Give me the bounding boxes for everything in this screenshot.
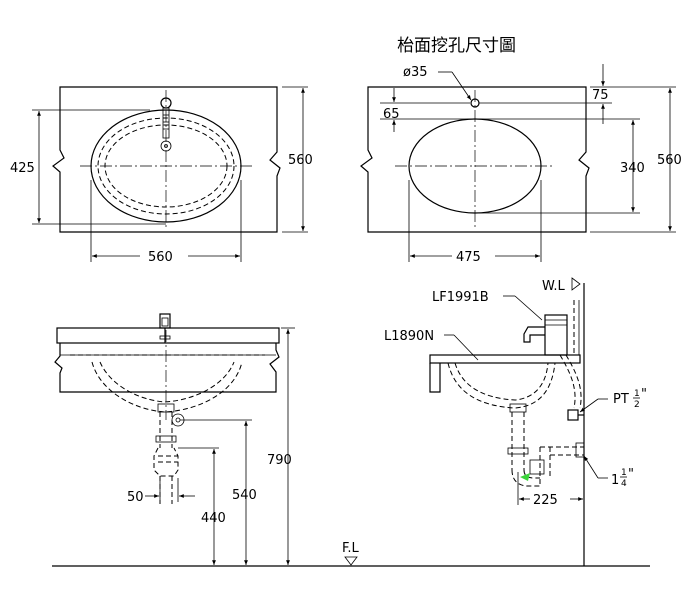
dim-height-cutout: 560	[657, 153, 682, 168]
drain-fraction-den: 4	[621, 479, 627, 489]
cutout-view: ø35 75 65 340 560 475	[360, 64, 682, 265]
dim-cutout-width: 475	[456, 250, 481, 265]
drawing-title: 枱面挖孔尺寸圖	[397, 36, 516, 56]
floor-label: F.L	[342, 541, 360, 556]
dim-offset: 50	[127, 490, 144, 505]
dim-height-top: 560	[288, 153, 313, 168]
pt-label: PT	[613, 392, 629, 407]
dim-cutout-depth: 340	[620, 161, 645, 176]
dim-total-height: 790	[267, 453, 292, 468]
faucet-label: LF1991B	[432, 290, 489, 305]
basin-label: L1890N	[384, 329, 434, 344]
dim-trap-height: 440	[201, 511, 226, 526]
dim-hole-dia: ø35	[403, 65, 428, 80]
dim-width-top: 560	[148, 250, 173, 265]
wall-label: W.L	[542, 279, 565, 294]
front-view: 790 540 440 50	[54, 313, 295, 565]
pt-fraction-num: 1	[634, 389, 640, 399]
drain-inch: "	[628, 467, 634, 482]
dim-hole-from-back: 75	[592, 88, 609, 103]
top-view: 425 560 560	[10, 86, 313, 265]
dim-drain-height: 540	[232, 488, 257, 503]
pt-inch: "	[641, 387, 647, 402]
drain-size-whole: 1	[611, 473, 619, 488]
drain-fraction-num: 1	[621, 468, 627, 478]
floor-line: F.L	[52, 541, 650, 567]
dim-hole-to-cutout: 65	[383, 107, 400, 122]
side-view: W.L LF1991B L1890N PT 1 2 "	[384, 277, 647, 566]
dim-basin-depth: 425	[10, 161, 35, 176]
dim-wall-offset: 225	[533, 493, 558, 508]
pt-fraction-den: 2	[634, 400, 640, 410]
